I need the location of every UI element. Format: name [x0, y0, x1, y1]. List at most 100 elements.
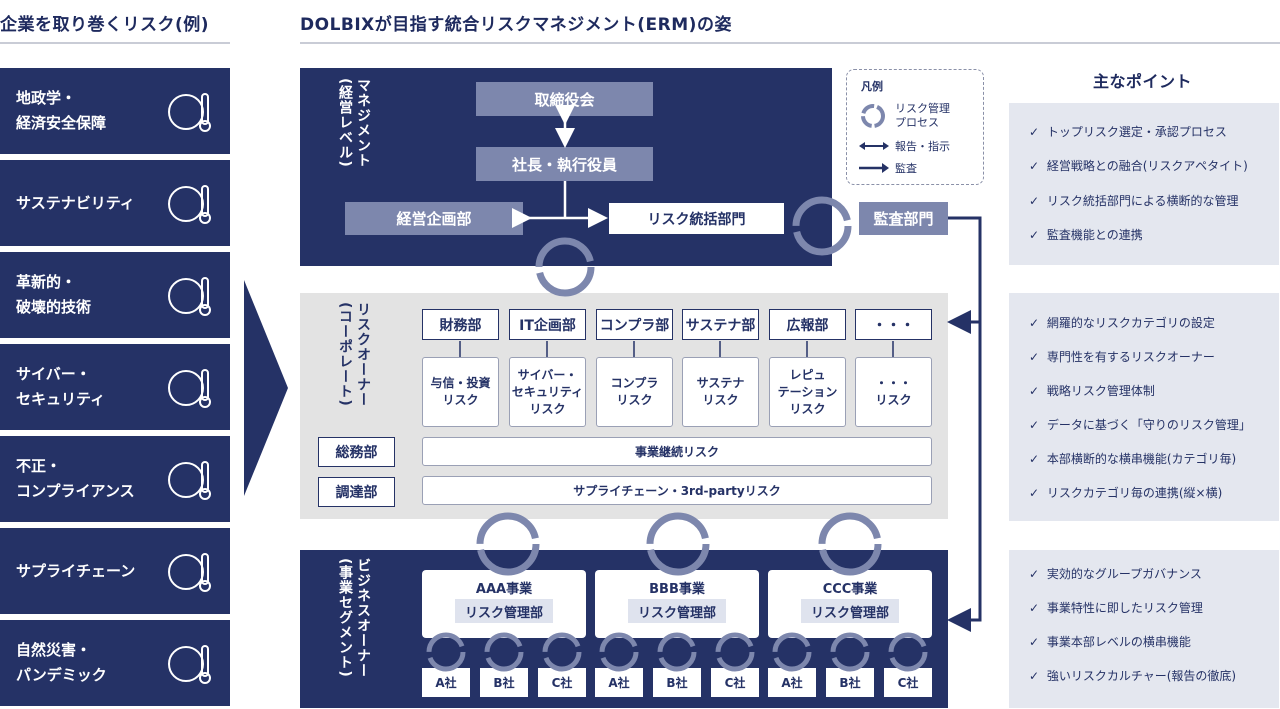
risk-box: サイバー・ セキュリティ: [0, 344, 230, 430]
point-text: 実効的なグループガバナンス: [1046, 567, 1202, 581]
risk-box: サステナビリティ: [0, 160, 230, 246]
point-item: ✓ トップリスク選定・承認プロセス: [1029, 123, 1227, 140]
flow-arrow: [244, 280, 288, 496]
legend-arrow-icon: [859, 163, 889, 173]
check-icon: ✓: [1029, 669, 1040, 683]
process-cycle-icon: [792, 196, 852, 256]
point-item: ✓ 本部横断的な横串機能(カテゴリ毎): [1029, 450, 1236, 467]
point-text: リスクカテゴリ毎の連携(縦×横): [1046, 486, 1223, 500]
point-text: 強いリスクカルチャー(報告の徹底): [1046, 669, 1237, 683]
dept-box: 広報部: [769, 309, 846, 340]
risk-box: 革新的・ 破壊的技術: [0, 252, 230, 338]
company-box: A社: [422, 668, 470, 697]
risk-box: 自然災害・ パンデミック: [0, 620, 230, 706]
point-item: ✓ 事業本部レベルの横串機能: [1029, 633, 1191, 650]
lightbulb-puzzle-icon: [168, 277, 211, 316]
point-item: ✓ 事業特性に即したリスク管理: [1029, 599, 1203, 616]
risk-label: サイバー・ セキュリティ: [16, 365, 106, 408]
process-cycle-icon: [476, 512, 540, 576]
hand-plant-icon: [168, 185, 211, 224]
check-icon: ✓: [1029, 418, 1040, 432]
process-cycle-icon: [888, 632, 928, 672]
risk-label: 自然災害・ パンデミック: [16, 641, 107, 684]
center-header: DOLBIXが目指す統合リスクマネジメント(ERM)の姿: [300, 15, 732, 35]
point-text: トップリスク選定・承認プロセス: [1046, 125, 1227, 139]
point-item: ✓ データに基づく「守りのリスク管理」: [1029, 416, 1251, 433]
process-cycle-icon: [484, 632, 524, 672]
company-box: A社: [768, 668, 816, 697]
process-cycle-icon: [646, 512, 710, 576]
center-header-rule: [300, 42, 1280, 44]
dept-box: ・・・: [855, 309, 932, 340]
audit-box: 監査部門: [859, 202, 948, 235]
process-cycle-icon: [426, 632, 466, 672]
house-flood-icon: [168, 645, 211, 684]
left-header-rule: [0, 42, 230, 44]
point-text: 戦略リスク管理体制: [1046, 384, 1155, 398]
point-text: リスク統括部門による横断的な管理: [1046, 194, 1239, 208]
point-text: 監査機能との連携: [1046, 228, 1143, 242]
business-label: ビジネスオーナー (事業セグメント): [337, 558, 371, 678]
risk-label: 革新的・ 破壊的技術: [16, 273, 92, 316]
point-text: 事業本部レベルの横串機能: [1046, 635, 1191, 649]
dept-box: コンプラ部: [596, 309, 673, 340]
check-icon: ✓: [1029, 486, 1040, 500]
segment-name: AAA事業: [475, 582, 533, 597]
check-icon: ✓: [1029, 601, 1040, 615]
check-icon: ✓: [1029, 316, 1040, 330]
points-header: 主なポイント: [1093, 72, 1193, 91]
point-text: 網羅的なリスクカテゴリの設定: [1046, 316, 1215, 330]
risk-label: サステナビリティ: [16, 193, 135, 212]
point-text: 経営戦略との融合(リスクアペタイト): [1046, 159, 1248, 173]
segment-risk-dept: リスク管理部: [455, 599, 553, 623]
legend-report: 報告・指示: [895, 140, 950, 153]
management-label: マネジメント (経営レベル): [337, 78, 371, 168]
point-item: ✓ リスクカテゴリ毎の連携(縦×横): [1029, 484, 1222, 501]
company-box: C社: [711, 668, 759, 697]
company-box: C社: [538, 668, 586, 697]
legend-audit: 監査: [895, 162, 917, 175]
point-item: ✓ 監査機能との連携: [1029, 226, 1143, 243]
points-box-corporate: ✓ 網羅的なリスクカテゴリの設定✓ 専門性を有するリスクオーナー✓ 戦略リスク管…: [1009, 293, 1279, 521]
box-cycle-icon: [168, 553, 211, 592]
risk-dept-box: リスク統括部門: [608, 202, 785, 235]
process-cycle-icon: [818, 512, 882, 576]
point-item: ✓ 実効的なグループガバナンス: [1029, 565, 1202, 582]
segment-box: BBB事業リスク管理部: [595, 570, 759, 638]
risk-box: 地政学・ 経済安全保障: [0, 68, 230, 154]
risk-label: 地政学・ 経済安全保障: [16, 89, 107, 132]
bcp-risk-box: 事業継続リスク: [422, 437, 932, 466]
shield-lock-icon: [168, 369, 211, 408]
point-item: ✓ 強いリスクカルチャー(報告の徹底): [1029, 667, 1236, 684]
risk-category-box: レピュ テーション リスク: [769, 357, 846, 427]
check-icon: ✓: [1029, 635, 1040, 649]
segment-box: CCC事業リスク管理部: [768, 570, 932, 638]
legend-title: 凡例: [861, 80, 883, 93]
corporate-label: リスクオーナー (コーポレート): [337, 302, 371, 407]
point-item: ✓ 網羅的なリスクカテゴリの設定: [1029, 314, 1215, 331]
risk-label: サプライチェーン: [16, 561, 136, 580]
globe-thermometer-icon: [168, 93, 211, 132]
point-item: ✓ 戦略リスク管理体制: [1029, 382, 1155, 399]
point-item: ✓ 経営戦略との融合(リスクアペタイト): [1029, 157, 1248, 174]
check-icon: ✓: [1029, 567, 1040, 581]
point-text: 事業特性に即したリスク管理: [1046, 601, 1203, 615]
risk-box: 不正・ コンプライアンス: [0, 436, 230, 522]
process-cycle-icon: [535, 237, 595, 297]
check-icon: ✓: [1029, 159, 1040, 173]
check-icon: ✓: [1029, 350, 1040, 364]
dept-box: サステナ部: [682, 309, 759, 340]
company-box: B社: [480, 668, 528, 697]
company-box: A社: [595, 668, 643, 697]
process-cycle-icon: [715, 632, 755, 672]
check-icon: ✓: [1029, 452, 1040, 466]
point-item: ✓ 専門性を有するリスクオーナー: [1029, 348, 1215, 365]
check-icon: ✓: [1029, 194, 1040, 208]
risk-category-box: サステナ リスク: [682, 357, 759, 427]
planning-box: 経営企画部: [345, 202, 523, 235]
legend: 凡例 リスク管理 プロセス 報告・指示 監査: [846, 69, 984, 185]
supply-risk-box: サプライチェーン・3rd-partyリスク: [422, 476, 932, 505]
procurement-box: 調達部: [318, 477, 395, 507]
company-box: B社: [653, 668, 701, 697]
